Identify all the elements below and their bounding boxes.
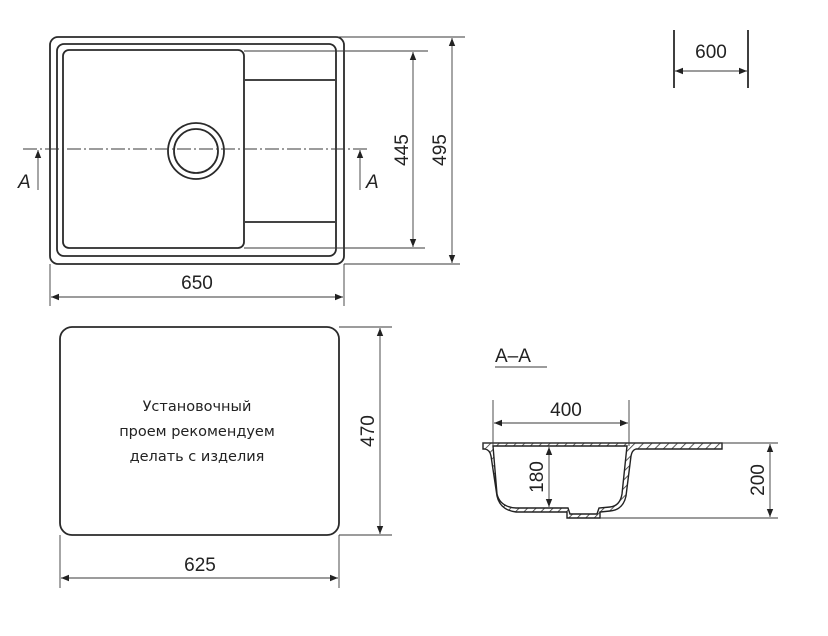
- dim-650-label: 650: [181, 273, 213, 294]
- cabinet-width: 600: [673, 30, 749, 88]
- section-title: A–A: [495, 346, 531, 367]
- sink-inner-rim: [56, 43, 337, 257]
- dim-470-label: 470: [358, 415, 379, 447]
- dim-600-label: 600: [695, 42, 727, 63]
- cutout-note-line-2: проем рекомендуем: [119, 424, 275, 440]
- sink-outline: [49, 36, 345, 265]
- dim-400-label: 400: [550, 400, 582, 421]
- dim-445-label: 445: [392, 134, 413, 166]
- dim-180-label: 180: [527, 461, 548, 493]
- section-view: A–A 400 180 200: [482, 346, 778, 519]
- dim-495-label: 495: [430, 134, 451, 166]
- dim-200-label: 200: [748, 464, 769, 496]
- drain-hole-inner: [173, 128, 219, 174]
- sink-profile: [482, 442, 723, 519]
- section-mark-right: A: [365, 172, 379, 193]
- section-mark-left: A: [17, 172, 31, 193]
- cutout-view: Установочный проем рекомендуем делать с …: [59, 326, 392, 588]
- cutout-note-line-3: делать с изделия: [130, 449, 265, 465]
- top-view: A A 445 495 650: [17, 36, 465, 306]
- cutout-outline: [59, 326, 340, 536]
- dim-625-label: 625: [184, 555, 216, 576]
- cutout-note-line-1: Установочный: [143, 399, 252, 415]
- drain-hole-outer: [167, 122, 225, 180]
